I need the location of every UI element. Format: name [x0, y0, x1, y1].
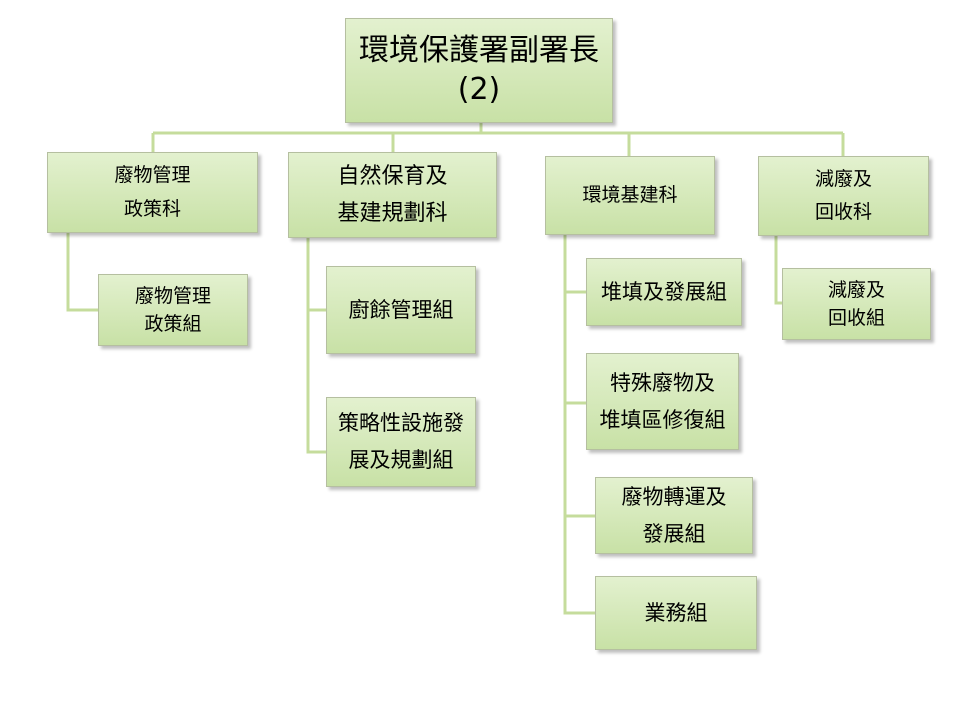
- connector-dept-1-units: [306, 238, 326, 454]
- node-env-infrastructure-division: 環境基建科: [545, 156, 715, 235]
- node-label: 堆填及發展組: [601, 279, 727, 304]
- node-label: 環境基建科: [582, 183, 678, 206]
- node-label: 廚餘管理組: [348, 297, 454, 322]
- node-strategic-facilities-unit: 策略性設施發 展及規劃組: [326, 397, 476, 487]
- node-waste-reduction-unit: 減廢及 回收組: [782, 268, 931, 340]
- node-nature-conservation-division: 自然保育及 基建規劃科: [288, 152, 497, 238]
- node-special-waste-unit: 特殊廢物及 堆填區修復組: [586, 353, 739, 450]
- node-label: 減廢及 回收組: [827, 278, 885, 330]
- connector-dept-2-units: [563, 235, 595, 615]
- node-waste-transfer-unit: 廢物轉運及 發展組: [595, 477, 753, 554]
- node-label: 特殊廢物及 堆填區修復組: [599, 370, 726, 432]
- node-label: 業務組: [644, 600, 708, 625]
- connector-dept-3-units: [774, 236, 782, 305]
- node-label: 廢物管理 政策組: [134, 284, 211, 336]
- node-waste-reduction-division: 減廢及 回收科: [758, 156, 929, 236]
- node-deputy-director-label: 環境保護署副署長 (2): [359, 33, 599, 107]
- node-label: 減廢及 回收科: [814, 167, 872, 223]
- node-food-waste-unit: 廚餘管理組: [326, 266, 476, 354]
- connector-dept-0-units: [66, 233, 98, 312]
- node-waste-policy-division: 廢物管理 政策科: [47, 152, 258, 233]
- node-label: 自然保育及 基建規劃科: [337, 163, 448, 226]
- node-label: 廢物管理 政策科: [114, 164, 191, 220]
- node-label: 策略性設施發 展及規劃組: [338, 411, 464, 472]
- node-landfill-development-unit: 堆填及發展組: [586, 258, 742, 326]
- node-deputy-director: 環境保護署副署長 (2): [345, 18, 613, 123]
- node-label: 廢物轉運及 發展組: [621, 484, 727, 546]
- node-waste-policy-unit: 廢物管理 政策組: [98, 274, 248, 346]
- node-operations-unit: 業務組: [595, 576, 757, 650]
